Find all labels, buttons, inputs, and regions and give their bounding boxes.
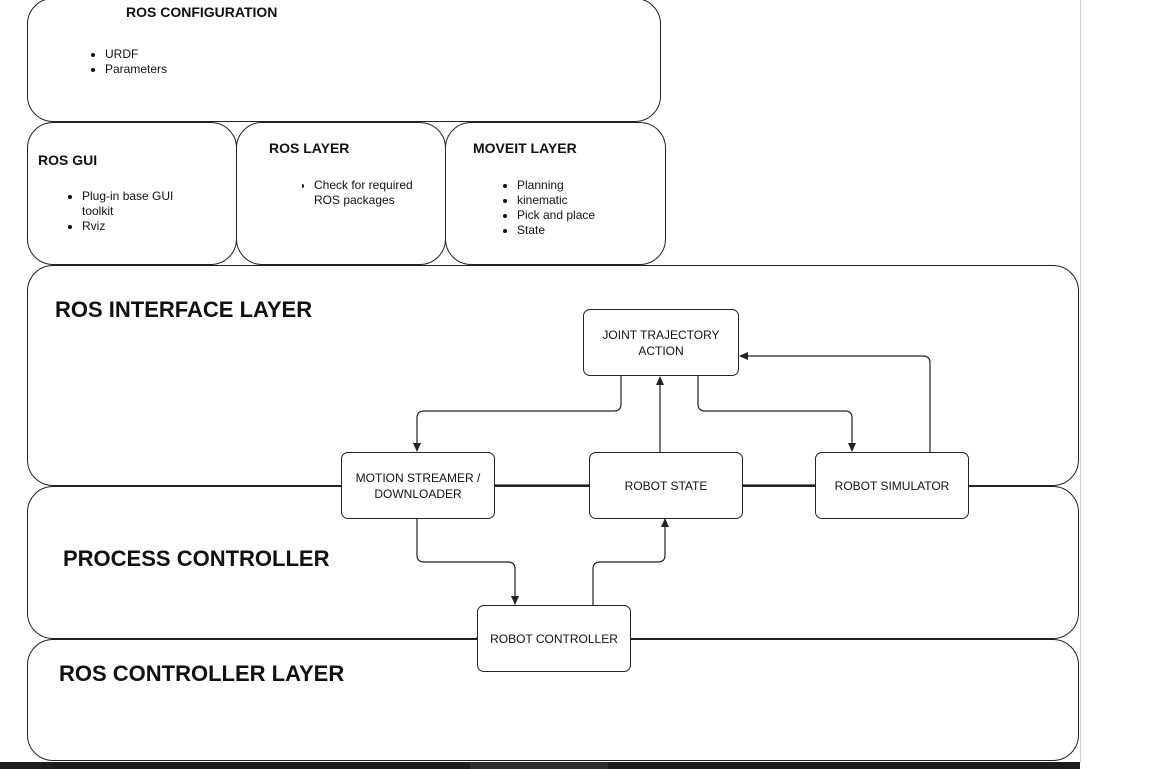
ros-gui-title: ROS GUI: [38, 152, 98, 168]
list-item: Parameters: [105, 62, 167, 77]
bottom-bar-highlight: [470, 762, 608, 769]
ros-configuration-title: ROS CONFIGURATION: [126, 4, 278, 20]
list-item: Planning: [517, 178, 595, 193]
process-controller-title: PROCESS CONTROLLER: [63, 546, 330, 571]
arrow-streamer-to-controller: [416, 519, 519, 605]
ros-gui-list: Plug-in base GUI toolkit Rviz: [70, 189, 200, 234]
ros-gui-layer: ROS GUI Plug-in base GUI toolkit Rviz: [27, 122, 237, 265]
robot-controller-node: ROBOT CONTROLLER: [477, 605, 631, 672]
moveit-layer-list: Planning kinematic Pick and place State: [505, 178, 595, 238]
list-item: Rviz: [82, 219, 200, 234]
robot-simulator-node: ROBOT SIMULATOR: [815, 452, 969, 519]
list-item: kinematic: [517, 193, 595, 208]
ros-configuration-layer: ROS CONFIGURATION URDF Parameters: [27, 0, 661, 122]
arrow-simulator-to-trajectory: [739, 352, 931, 453]
moveit-layer-title: MOVEIT LAYER: [473, 140, 577, 156]
connector-lines: [413, 352, 931, 639]
ros-interface-layer: ROS INTERFACE LAYER: [27, 265, 1079, 486]
ros-layer: ROS LAYER Check for required ROS package…: [236, 122, 446, 265]
diagram-canvas: ROS CONFIGURATION URDF Parameters ROS GU…: [0, 0, 1081, 762]
moveit-layer: MOVEIT LAYER Planning kinematic Pick and…: [445, 122, 666, 265]
joint-trajectory-action-node: JOINT TRAJECTORY ACTION: [583, 309, 739, 376]
bottom-bar: [0, 762, 1080, 769]
arrow-trajectory-to-simulator: [697, 375, 856, 452]
ros-configuration-list: URDF Parameters: [93, 47, 167, 77]
ros-layer-list: Check for required ROS packages: [302, 178, 414, 221]
robot-state-node: ROBOT STATE: [589, 452, 743, 519]
arrow-controller-to-state: [592, 518, 669, 605]
ros-interface-layer-title: ROS INTERFACE LAYER: [55, 297, 313, 322]
list-item: State: [517, 223, 595, 238]
arrow-trajectory-to-streamer: [413, 375, 622, 452]
list-item: Check for required ROS packages: [314, 178, 414, 208]
right-margin: [1081, 0, 1152, 769]
list-item: URDF: [105, 47, 167, 62]
motion-streamer-node: MOTION STREAMER / DOWNLOADER: [341, 452, 495, 519]
ros-controller-layer-title: ROS CONTROLLER LAYER: [59, 661, 345, 686]
list-item: Plug-in base GUI toolkit: [82, 189, 200, 219]
list-item: Pick and place: [517, 208, 595, 223]
ros-layer-title: ROS LAYER: [269, 140, 350, 156]
